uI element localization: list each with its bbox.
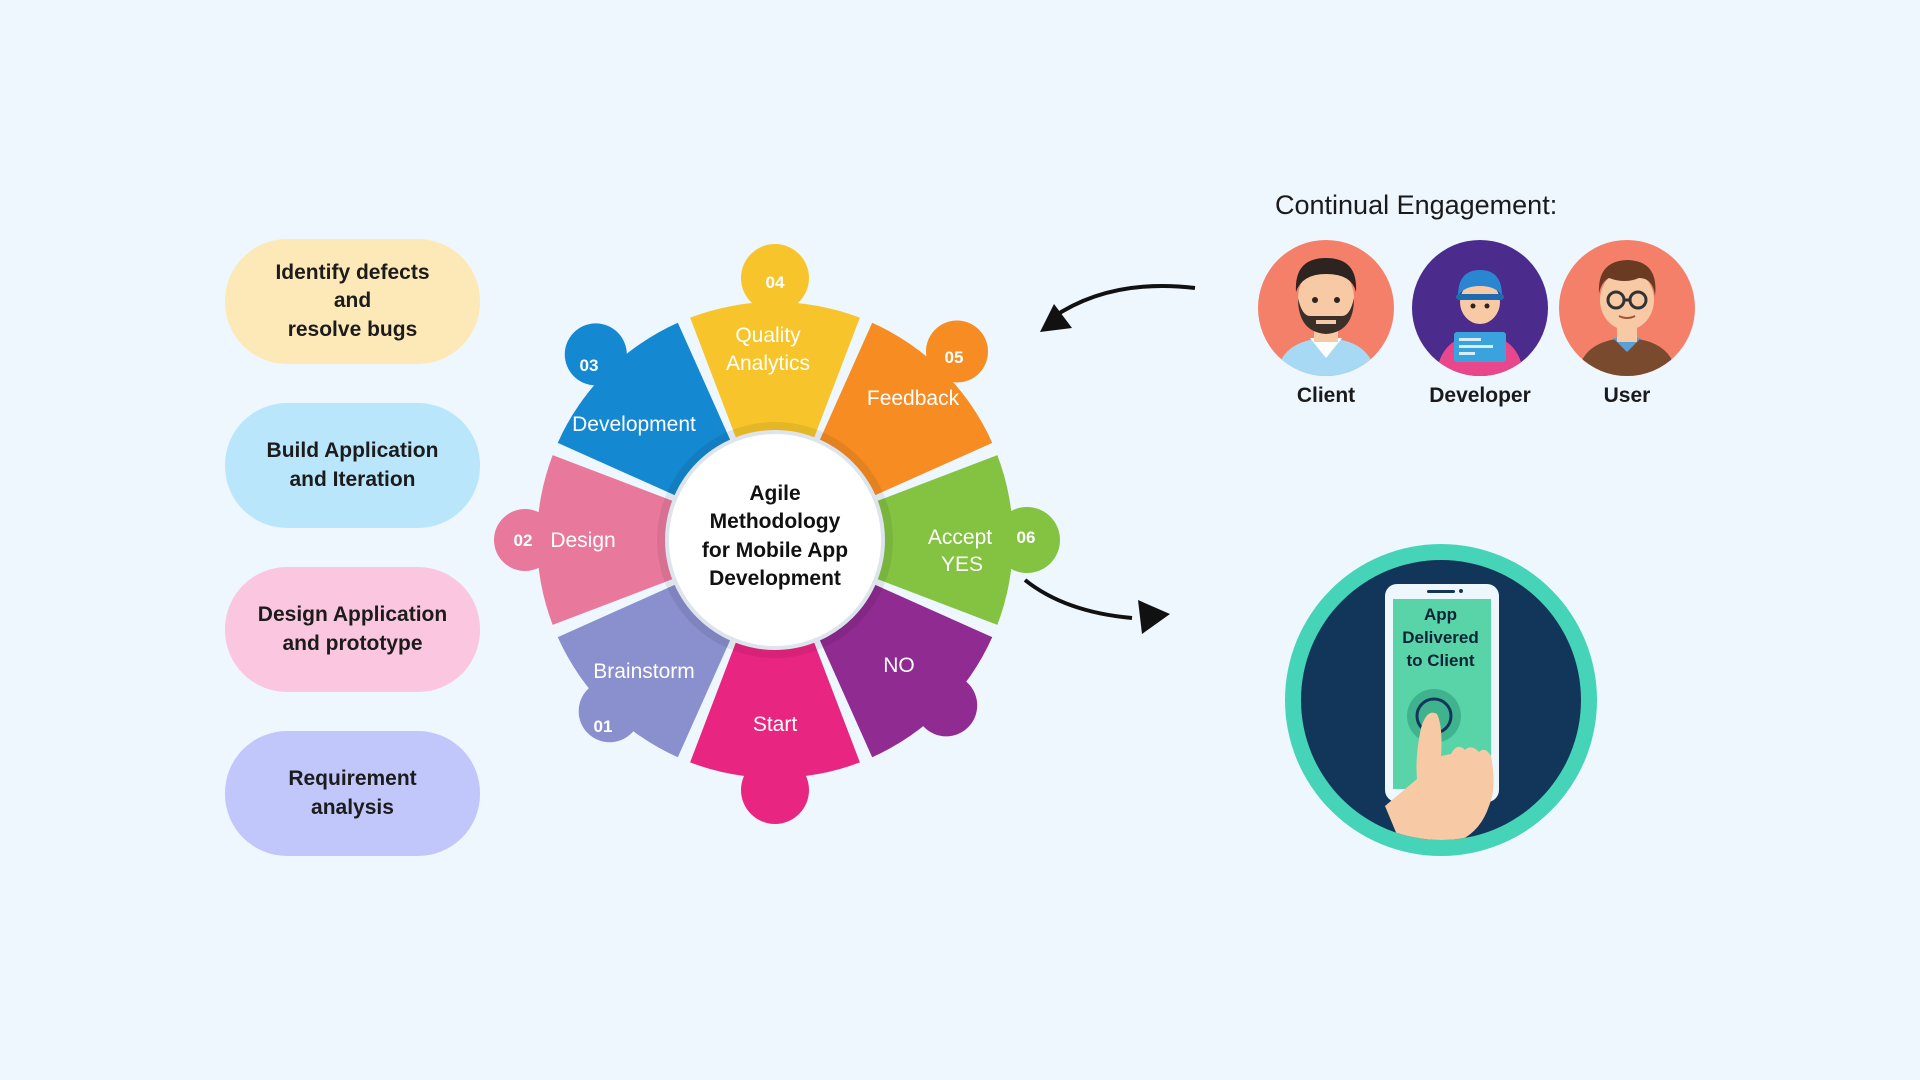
knob-brainstorm <box>578 680 641 743</box>
center-circle <box>669 434 881 646</box>
step-requirement-analysis: Requirement analysis <box>225 731 480 856</box>
segment-development-label: Development <box>572 413 696 436</box>
knob-start <box>741 756 809 824</box>
step-identify-defects-label: Identify defects and resolve bugs <box>275 260 430 341</box>
knob-development <box>564 323 627 386</box>
segment-accept-label-1: Accept <box>928 526 992 549</box>
segment-no-label: NO <box>883 654 915 677</box>
segment-no <box>819 584 993 758</box>
segment-accept <box>877 455 1013 625</box>
wheel-knobs <box>494 244 1060 824</box>
step-design-application-label: Design Application and prototype <box>257 603 448 655</box>
segment-development <box>557 322 731 496</box>
step-design-application: Design Application and prototype <box>225 567 480 692</box>
segment-quality-label-1: Quality <box>735 324 801 347</box>
center-line-2: Methodology <box>710 510 841 533</box>
developer-avatar-icon <box>1412 240 1548 376</box>
segment-accept-number: 06 <box>1017 528 1036 547</box>
step-requirement-analysis-label: Requirement analysis <box>288 767 417 819</box>
developer-label: Developer <box>1429 384 1531 407</box>
engagement-title: Continual Engagement: <box>1275 190 1558 220</box>
user-label: User <box>1603 384 1651 407</box>
client-avatar-icon <box>1258 240 1394 376</box>
user-person: User <box>1559 240 1695 408</box>
knob-feedback <box>926 320 989 383</box>
segment-development-number: 03 <box>580 356 599 375</box>
segment-feedback-number: 05 <box>945 348 964 367</box>
knob-quality <box>741 244 809 312</box>
wheel-segments <box>537 302 1013 778</box>
segment-design <box>537 455 673 625</box>
step-build-application: Build Application and Iteration <box>225 403 480 528</box>
segment-feedback <box>819 322 993 496</box>
delivery-label: App Delivered to Client <box>1402 605 1479 670</box>
knob-no <box>915 674 978 737</box>
developer-person: Developer <box>1412 240 1548 408</box>
segment-design-number: 02 <box>514 531 533 550</box>
segment-quality-label-2: Analytics <box>726 352 810 375</box>
segment-start-label: Start <box>753 713 798 736</box>
segment-brainstorm <box>557 584 731 758</box>
phone-tap-icon <box>1285 544 1597 856</box>
segment-design-label: Design <box>550 529 615 552</box>
client-person: Client <box>1258 240 1394 408</box>
segment-accept-label-2: YES <box>941 553 983 576</box>
center-line-3: for Mobile App <box>702 539 848 562</box>
segment-brainstorm-label: Brainstorm <box>593 660 695 683</box>
user-avatar-icon <box>1559 240 1695 376</box>
step-build-application-label: Build Application and Iteration <box>266 439 439 491</box>
center-line-1: Agile <box>749 482 800 505</box>
segment-quality-number: 04 <box>766 273 785 292</box>
segment-start <box>690 642 860 778</box>
knob-design <box>494 509 556 571</box>
step-identify-defects: Identify defects and resolve bugs <box>225 239 480 364</box>
segment-brainstorm-number: 01 <box>594 717 613 736</box>
center-line-4: Development <box>709 567 841 590</box>
client-label: Client <box>1296 384 1356 407</box>
segment-feedback-label: Feedback <box>867 387 960 410</box>
segment-quality <box>690 302 860 438</box>
knob-accept <box>994 507 1060 573</box>
